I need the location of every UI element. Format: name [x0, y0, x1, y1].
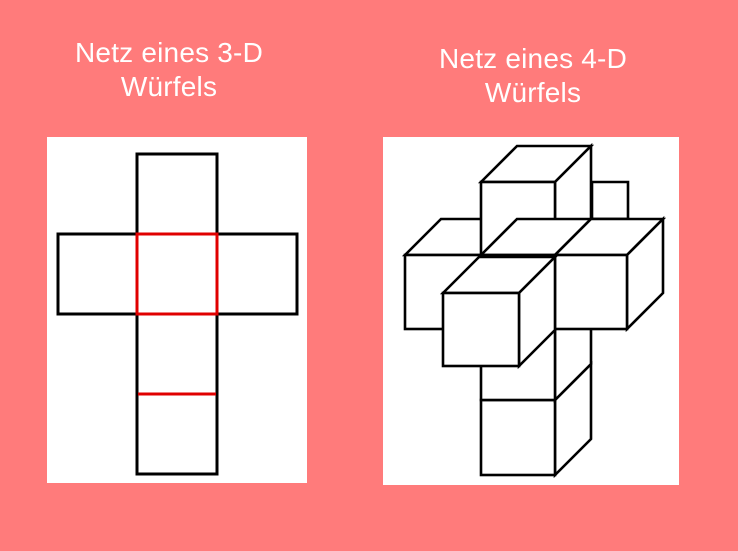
title-3d-line2: Würfels: [120, 71, 218, 102]
title-4d-line2: Würfels: [484, 77, 582, 108]
panel-4d-cube-net: [383, 137, 679, 485]
title-3d-line1: Netz eines 3-D: [75, 37, 263, 68]
title-3d-cube-net: Netz eines 3-D Würfels: [19, 36, 319, 104]
cube-right: [551, 215, 667, 333]
center-face-highlight: [135, 232, 219, 316]
cube-front: [439, 253, 559, 370]
panel-3d-cube-net: [47, 137, 307, 483]
cube-net-4d-drawing: [401, 142, 667, 479]
cube-net-3d-drawing: [56, 152, 299, 476]
title-4d-cube-net: Netz eines 4-D Würfels: [383, 42, 683, 110]
title-4d-line1: Netz eines 4-D: [439, 43, 627, 74]
